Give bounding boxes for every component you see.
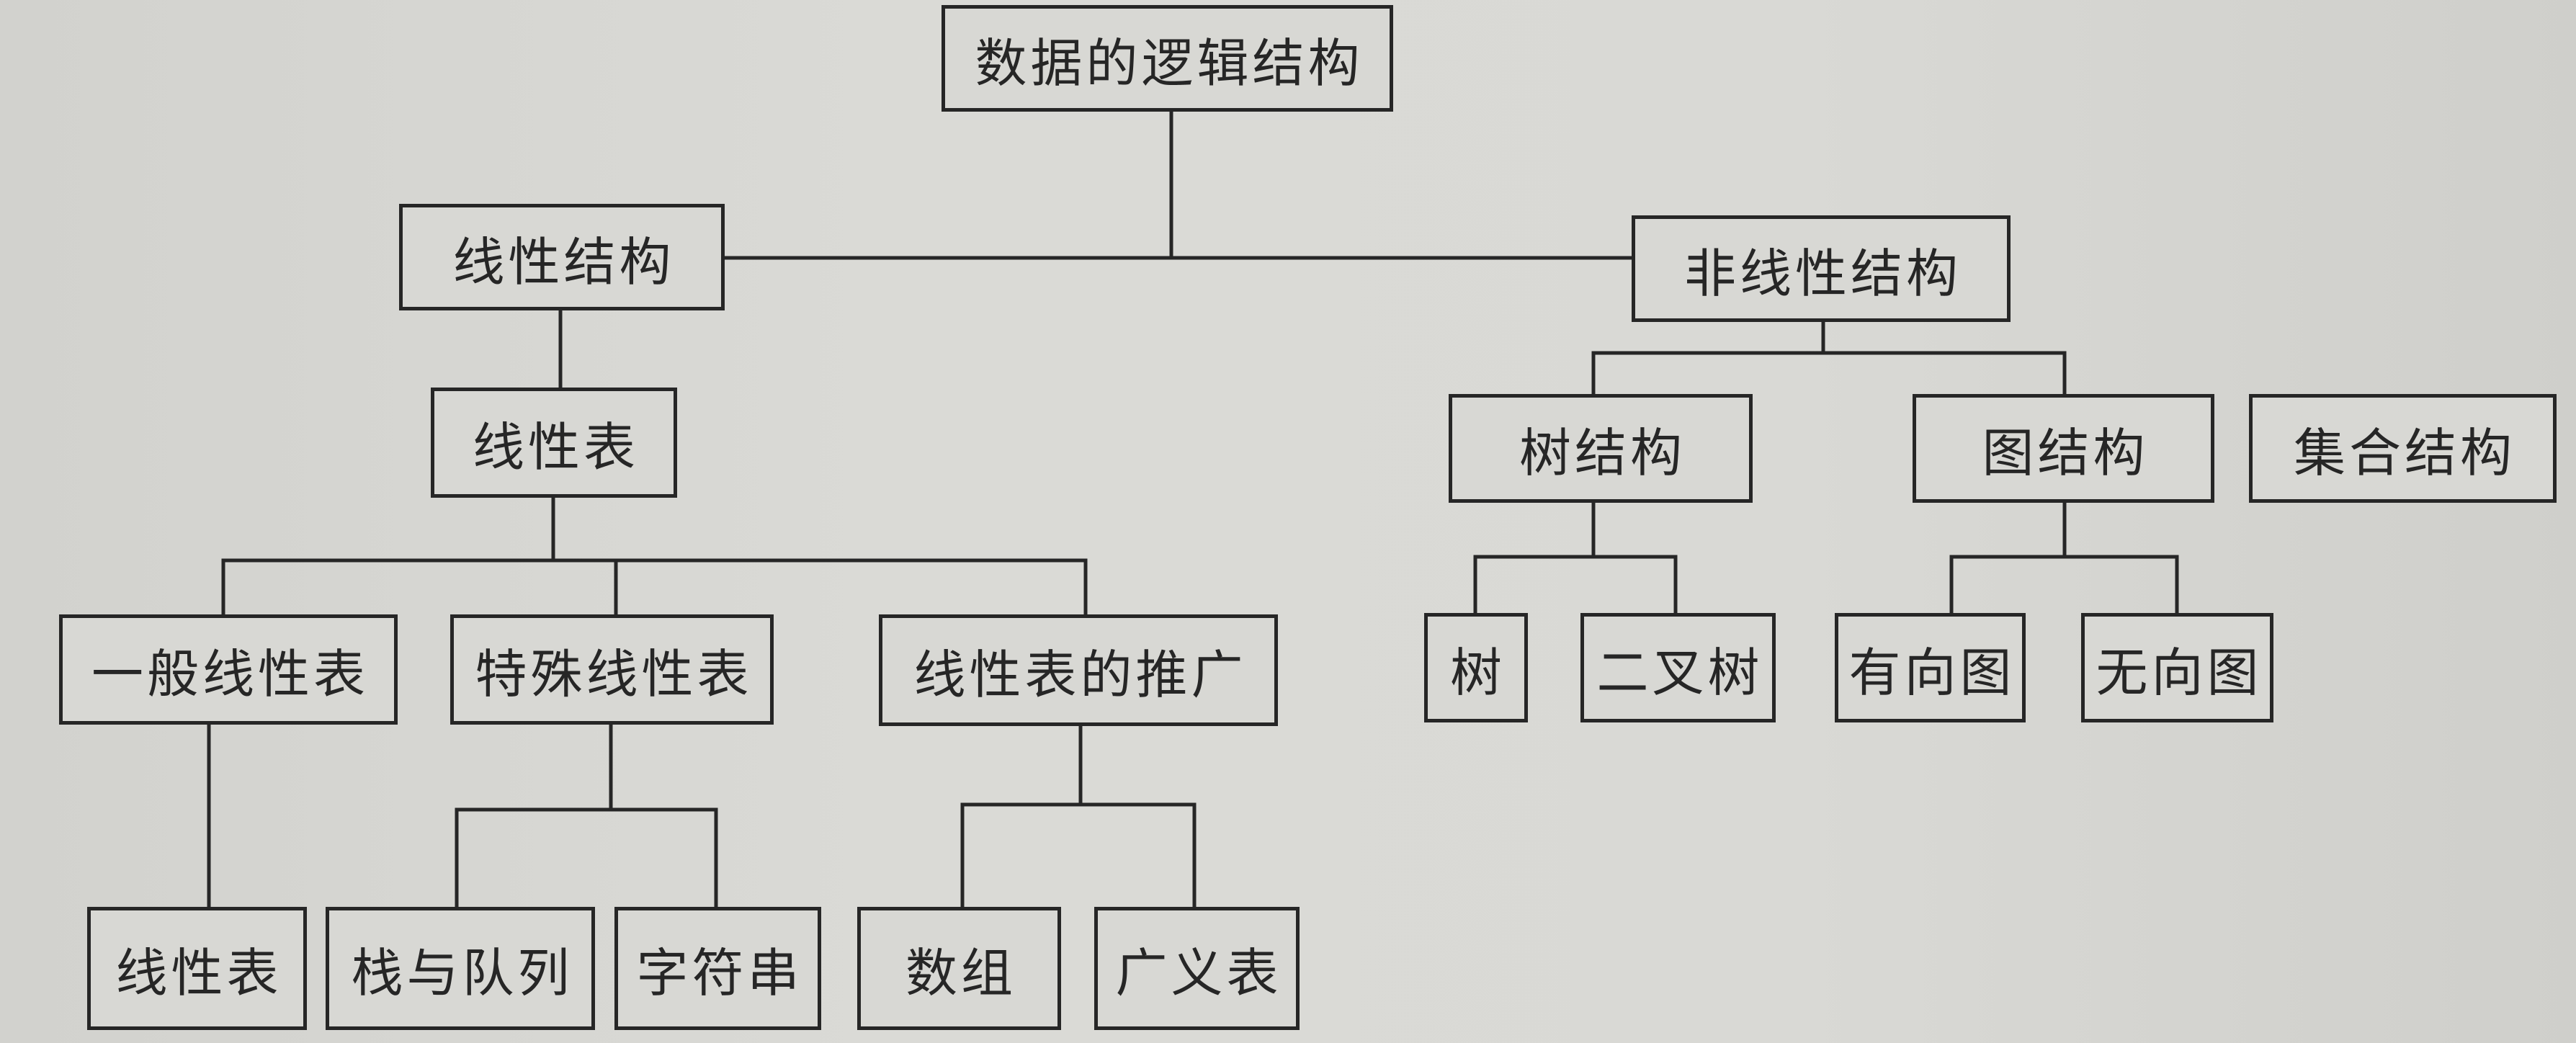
node-label: 线性表的推广 [913,645,1247,705]
node-label: 树结构 [1519,423,1686,483]
node-label: 特殊线性表 [475,644,753,704]
node-label: 一般线性表 [91,644,369,704]
node-leaf-directed-graph: 有向图 [1835,613,2026,722]
node-root: 数据的逻辑结构 [942,5,1393,112]
node-label: 线性表 [115,943,282,1003]
node-linear-list-extension: 线性表的推广 [879,614,1278,726]
node-leaf-string: 字符串 [614,907,821,1030]
node-label: 数组 [905,943,1016,1003]
node-linear-list: 线性表 [431,388,677,498]
node-tree-structure: 树结构 [1449,394,1753,503]
node-label: 数据的逻辑结构 [975,32,1364,94]
node-leaf-array: 数组 [857,907,1061,1030]
node-label: 线性表 [472,417,639,478]
node-label: 有向图 [1848,642,2016,703]
node-graph-structure: 图结构 [1913,394,2214,503]
node-leaf-stack-queue: 栈与队列 [326,907,595,1030]
node-set-structure: 集合结构 [2249,394,2557,503]
node-leaf-tree: 树 [1424,613,1528,722]
node-general-linear-list: 一般线性表 [59,614,398,725]
node-linear-structure: 线性结构 [399,204,725,310]
node-label: 无向图 [2096,642,2263,703]
node-nonlinear-structure: 非线性结构 [1632,215,2011,322]
node-leaf-linear-list: 线性表 [87,907,307,1030]
node-special-linear-list: 特殊线性表 [450,614,774,725]
node-label: 线性结构 [452,231,675,292]
node-label: 树 [1449,642,1506,703]
node-label: 集合结构 [2293,423,2515,483]
node-label: 字符串 [636,943,803,1003]
node-label: 广义表 [1115,943,1282,1003]
node-leaf-undirected-graph: 无向图 [2081,613,2273,722]
node-leaf-binary-tree: 二叉树 [1580,613,1776,722]
node-label: 二叉树 [1596,642,1763,703]
node-label: 非线性结构 [1683,243,1962,304]
node-label: 栈与队列 [351,943,573,1003]
node-label: 图结构 [1982,423,2149,483]
node-leaf-generalized-list: 广义表 [1094,907,1300,1030]
